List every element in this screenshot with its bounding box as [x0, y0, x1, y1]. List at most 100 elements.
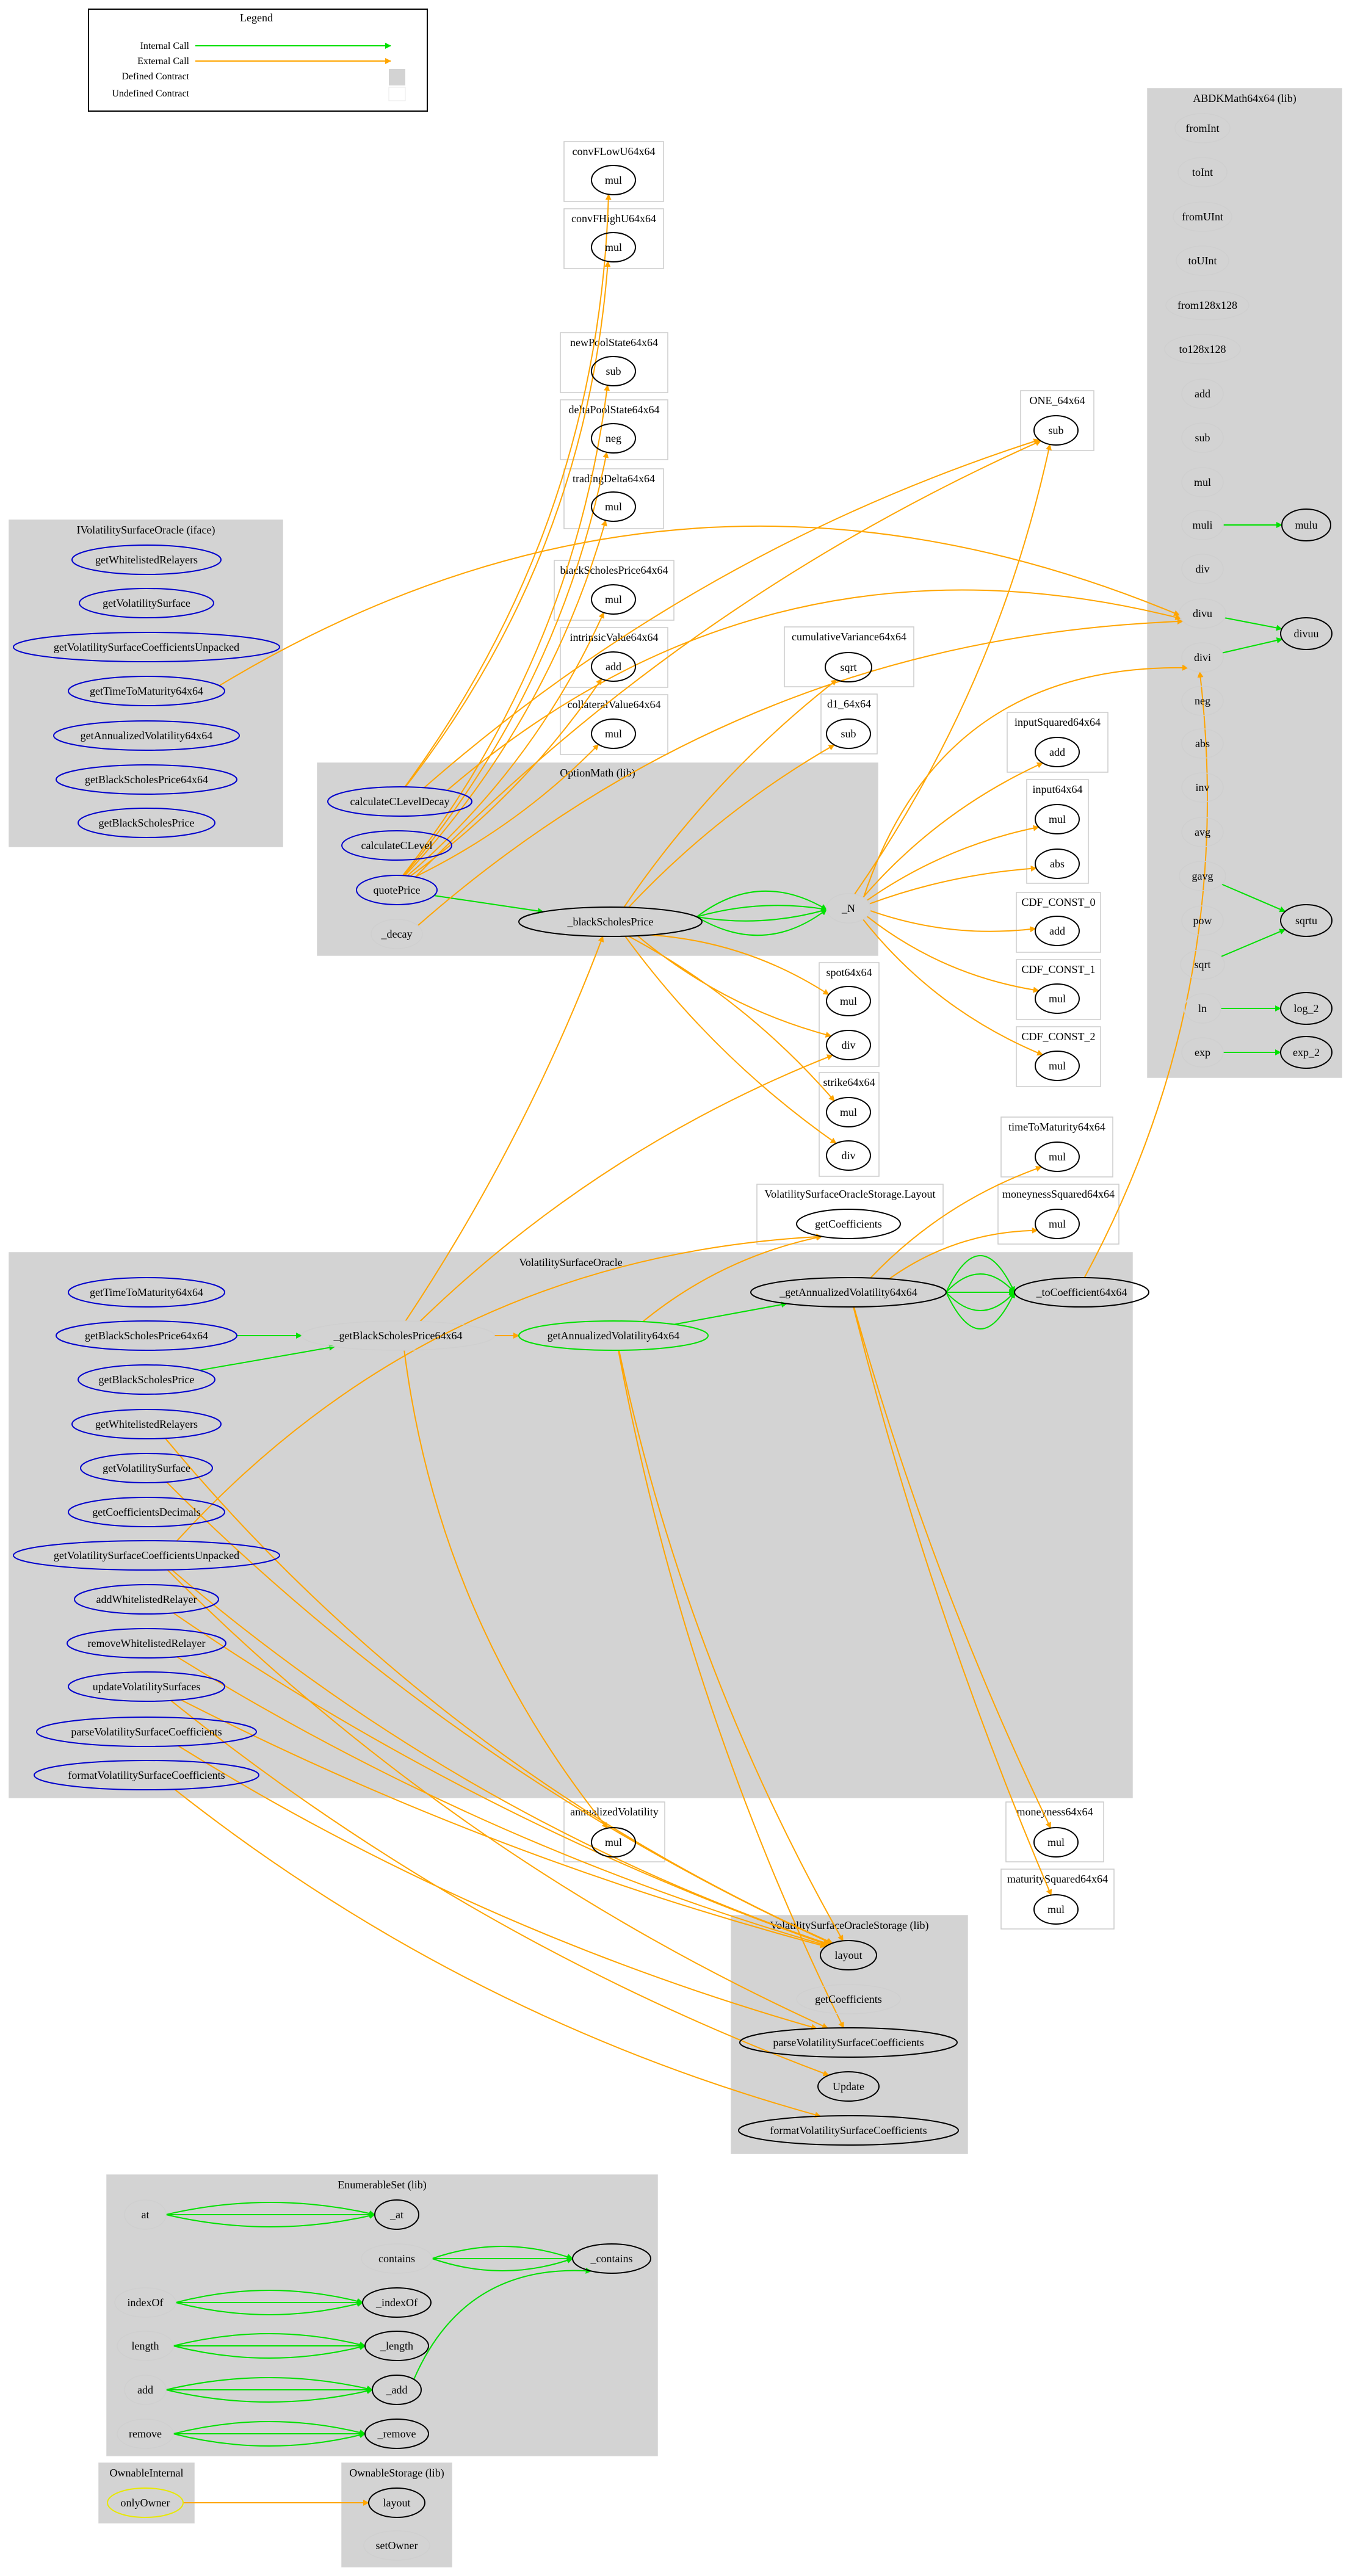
node-abdk-exp-2[interactable]: exp_2: [1280, 1036, 1333, 1069]
node-v-cdf1-mul[interactable]: mul: [1035, 983, 1080, 1014]
node-es-at[interactable]: at: [124, 2199, 167, 2230]
node-vso-get-volatility-surface-coefficients-unpacked[interactable]: getVolatilitySurfaceCoefficientsUnpacked: [13, 1540, 280, 1571]
node-ivso-get-whitelisted-relayers[interactable]: getWhitelistedRelayers: [71, 545, 222, 575]
node-v-intrinsic-add[interactable]: add: [591, 651, 636, 682]
node-v-cdf0-add[interactable]: add: [1035, 916, 1080, 946]
node-vso-get-time-to-maturity64x64[interactable]: getTimeToMaturity64x64: [68, 1277, 225, 1308]
node-v-input-sq-add[interactable]: add: [1035, 737, 1080, 767]
node-v-cdf2-mul[interactable]: mul: [1035, 1051, 1080, 1081]
node-om-calculate-clevel[interactable]: calculateCLevel: [341, 830, 452, 861]
node-ivso-get-black-scholes-price[interactable]: getBlackScholesPrice: [78, 808, 215, 838]
node-abdk-inv[interactable]: inv: [1181, 772, 1224, 803]
node-es-length[interactable]: length: [117, 2331, 174, 2361]
node-abdk-gavg[interactable]: gavg: [1179, 861, 1226, 891]
node-vso-remove-whitelisted-relayer[interactable]: removeWhitelistedRelayer: [67, 1628, 226, 1659]
node-abdk-add[interactable]: add: [1181, 378, 1224, 409]
node-abdk-abs[interactable]: abs: [1181, 728, 1224, 759]
node-abdk-from-int[interactable]: fromInt: [1174, 113, 1231, 143]
node-es-index-of[interactable]: indexOf: [114, 2287, 176, 2318]
node-v-one-sub[interactable]: sub: [1033, 415, 1079, 446]
node-abdk-divu[interactable]: divu: [1179, 598, 1226, 629]
node-om-calculate-clevel-decay[interactable]: calculateCLevelDecay: [327, 786, 472, 817]
node-om-black-scholes-price[interactable]: _blackScholesPrice: [518, 906, 703, 937]
node-abdk-avg[interactable]: avg: [1181, 817, 1224, 847]
node-abdk-divi[interactable]: divi: [1181, 642, 1224, 673]
node-v-conv-fhigh-mul[interactable]: mul: [591, 232, 636, 262]
node-vso-to-coefficient64x64[interactable]: _toCoefficient64x64: [1014, 1277, 1149, 1308]
node-es--contains[interactable]: _contains: [572, 2243, 651, 2274]
node-abdk-to-int[interactable]: toInt: [1177, 157, 1228, 187]
node-abdk-sqrtu[interactable]: sqrtu: [1280, 904, 1333, 937]
node-abdk-divuu[interactable]: divuu: [1280, 617, 1333, 650]
node-v-conv-flow-mul[interactable]: mul: [591, 165, 636, 195]
node-ivso-get-time-to-maturity64x64[interactable]: getTimeToMaturity64x64: [68, 676, 225, 706]
node-abdk-mul[interactable]: mul: [1181, 467, 1224, 497]
node-abdk-exp[interactable]: exp: [1181, 1037, 1224, 1068]
node-abdk-log-2[interactable]: log_2: [1280, 992, 1333, 1025]
node-oi-only-owner[interactable]: onlyOwner: [107, 2487, 184, 2518]
node-vs-parse-volatility-surface-coefficients[interactable]: parseVolatilitySurfaceCoefficients: [739, 2027, 958, 2058]
node-vso-update-volatility-surfaces[interactable]: updateVolatilitySurfaces: [68, 1671, 225, 1702]
node-es--add[interactable]: _add: [372, 2375, 422, 2405]
node-es--at[interactable]: _at: [374, 2199, 419, 2230]
node-os-set-owner[interactable]: setOwner: [363, 2530, 430, 2561]
node-v-ttm-mul[interactable]: mul: [1035, 1141, 1080, 1172]
node-ivso-get-black-scholes-price64x64[interactable]: getBlackScholesPrice64x64: [56, 764, 237, 795]
node-es--index-of[interactable]: _indexOf: [362, 2287, 432, 2318]
node-vs-update[interactable]: Update: [817, 2071, 880, 2102]
node-vs-layout[interactable]: layout: [820, 1940, 877, 1970]
node-v-spot-mul[interactable]: mul: [826, 986, 871, 1016]
node-es-remove[interactable]: remove: [117, 2419, 174, 2449]
node-v-input-abs[interactable]: abs: [1035, 848, 1080, 879]
node-vso-get-black-scholes-price64x64[interactable]: getBlackScholesPrice64x64: [56, 1320, 237, 1351]
node-abdk-div[interactable]: div: [1181, 554, 1224, 584]
node-abdk-to128x128[interactable]: to128x128: [1164, 334, 1241, 364]
node-v-ann-vol-mul[interactable]: mul: [591, 1827, 636, 1858]
node-es-contains[interactable]: contains: [361, 2243, 433, 2274]
node-es--remove[interactable]: _remove: [364, 2419, 429, 2449]
node-abdk-sub[interactable]: sub: [1181, 422, 1224, 453]
node-abdk-to-uint[interactable]: toUInt: [1176, 245, 1229, 276]
node-om-quote-price[interactable]: quotePrice: [356, 875, 438, 905]
node-v-trading-mul[interactable]: mul: [591, 491, 636, 522]
node-vs-get-coefficients[interactable]: getCoefficients: [796, 1984, 901, 2014]
node-v-layout-get-coefficients[interactable]: getCoefficients: [796, 1209, 901, 1239]
node-abdk-muli[interactable]: muli: [1181, 510, 1224, 540]
node-v-money-sq-mul[interactable]: mul: [1035, 1209, 1080, 1239]
node-vs-format-volatility-surface-coefficients[interactable]: formatVolatilitySurfaceCoefficients: [738, 2115, 959, 2146]
node-vso-parse-volatility-surface-coefficients[interactable]: parseVolatilitySurfaceCoefficients: [36, 1717, 257, 1747]
node-om-n[interactable]: _N: [826, 893, 871, 924]
node-es--length[interactable]: _length: [364, 2331, 429, 2361]
node-os-layout[interactable]: layout: [368, 2487, 425, 2518]
node-es-add[interactable]: add: [124, 2375, 167, 2405]
node-abdk-sqrt[interactable]: sqrt: [1180, 949, 1225, 980]
node-vso-get-volatility-surface[interactable]: getVolatilitySurface: [80, 1453, 213, 1483]
node-v-spot-div[interactable]: div: [826, 1030, 871, 1060]
node-v-bsp-mul[interactable]: mul: [591, 584, 636, 615]
node-abdk-pow[interactable]: pow: [1181, 905, 1224, 936]
node-vso-get-black-scholes-price[interactable]: getBlackScholesPrice: [78, 1364, 215, 1395]
node-vso-get-black-scholes-price64x64-int[interactable]: _getBlackScholesPrice64x64: [301, 1320, 495, 1351]
node-v-moneyness-mul[interactable]: mul: [1033, 1827, 1079, 1858]
node-v-cumvar-sqrt[interactable]: sqrt: [825, 652, 872, 682]
node-abdk-ln[interactable]: ln: [1184, 993, 1221, 1024]
node-ivso-get-volatility-surface[interactable]: getVolatilitySurface: [79, 588, 214, 618]
node-v-strike-div[interactable]: div: [826, 1140, 871, 1171]
node-abdk-neg[interactable]: neg: [1181, 686, 1224, 716]
node-ivso-get-volatility-surface-coefficients-unpacked[interactable]: getVolatilitySurfaceCoefficientsUnpacked: [13, 632, 280, 662]
node-vso-get-whitelisted-relayers[interactable]: getWhitelistedRelayers: [71, 1409, 222, 1439]
node-abdk-from-uint[interactable]: fromUInt: [1173, 201, 1232, 232]
node-v-d1-sub[interactable]: sub: [826, 718, 871, 749]
node-v-collateral-mul[interactable]: mul: [591, 718, 636, 749]
node-abdk-from128x128[interactable]: from128x128: [1165, 290, 1250, 320]
node-vso-get-coefficients-decimals[interactable]: getCoefficientsDecimals: [68, 1497, 225, 1527]
node-v-strike-mul[interactable]: mul: [826, 1097, 871, 1127]
node-v-new-pool-sub[interactable]: sub: [591, 356, 636, 386]
node-abdk-mulu[interactable]: mulu: [1281, 508, 1331, 541]
node-vso-get-annualized-volatility64x64[interactable]: getAnnualizedVolatility64x64: [518, 1320, 709, 1351]
node-vso-add-whitelisted-relayer[interactable]: addWhitelistedRelayer: [74, 1584, 219, 1615]
node-ivso-get-annualized-volatility64x64[interactable]: getAnnualizedVolatility64x64: [53, 720, 240, 751]
node-om-decay[interactable]: _decay: [371, 919, 423, 949]
node-vso-format-volatility-surface-coefficients[interactable]: formatVolatilitySurfaceCoefficients: [34, 1760, 259, 1790]
node-v-input-mul[interactable]: mul: [1035, 804, 1080, 834]
